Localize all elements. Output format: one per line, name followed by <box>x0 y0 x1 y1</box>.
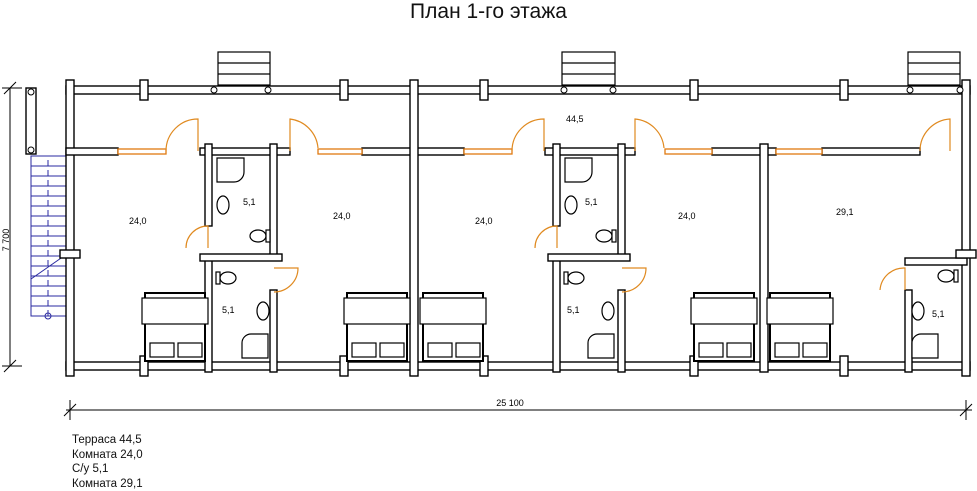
area-room-5: 29,1 <box>836 207 854 217</box>
area-room-2: 24,0 <box>333 211 351 221</box>
entrance-steps <box>218 52 960 85</box>
area-terrace: 44,5 <box>566 114 584 124</box>
area-legend: Терраса 44,5 Комната 24,0 С/у 5,1 Комнат… <box>72 433 143 491</box>
legend-item: Комната 24,0 <box>72 448 143 463</box>
bed-icon <box>691 293 757 361</box>
legend-item: С/у 5,1 <box>72 462 143 477</box>
side-staircase <box>26 88 66 319</box>
area-bath-1b: 5,1 <box>222 305 235 315</box>
bed-icon <box>344 293 410 361</box>
area-labels: 44,5 24,0 5,1 5,1 24,0 24,0 5,1 5,1 24,0… <box>129 114 945 319</box>
bed-icon <box>142 293 208 361</box>
area-bath-2a: 5,1 <box>585 197 598 207</box>
area-room-3: 24,0 <box>475 216 493 226</box>
area-room-1: 24,0 <box>129 216 147 226</box>
area-bath-3: 5,1 <box>932 309 945 319</box>
bed-icon <box>767 293 833 361</box>
dimension-width-label: 25 100 <box>496 398 524 408</box>
legend-item: Комната 29,1 <box>72 477 143 491</box>
bed-icon <box>420 293 486 361</box>
area-bath-2b: 5,1 <box>567 305 580 315</box>
legend-item: Терраса 44,5 <box>72 433 143 448</box>
area-room-4: 24,0 <box>678 211 696 221</box>
area-bath-1a: 5,1 <box>243 197 256 207</box>
dimension-height <box>2 82 22 372</box>
dimension-height-label: 7 700 <box>1 229 11 252</box>
